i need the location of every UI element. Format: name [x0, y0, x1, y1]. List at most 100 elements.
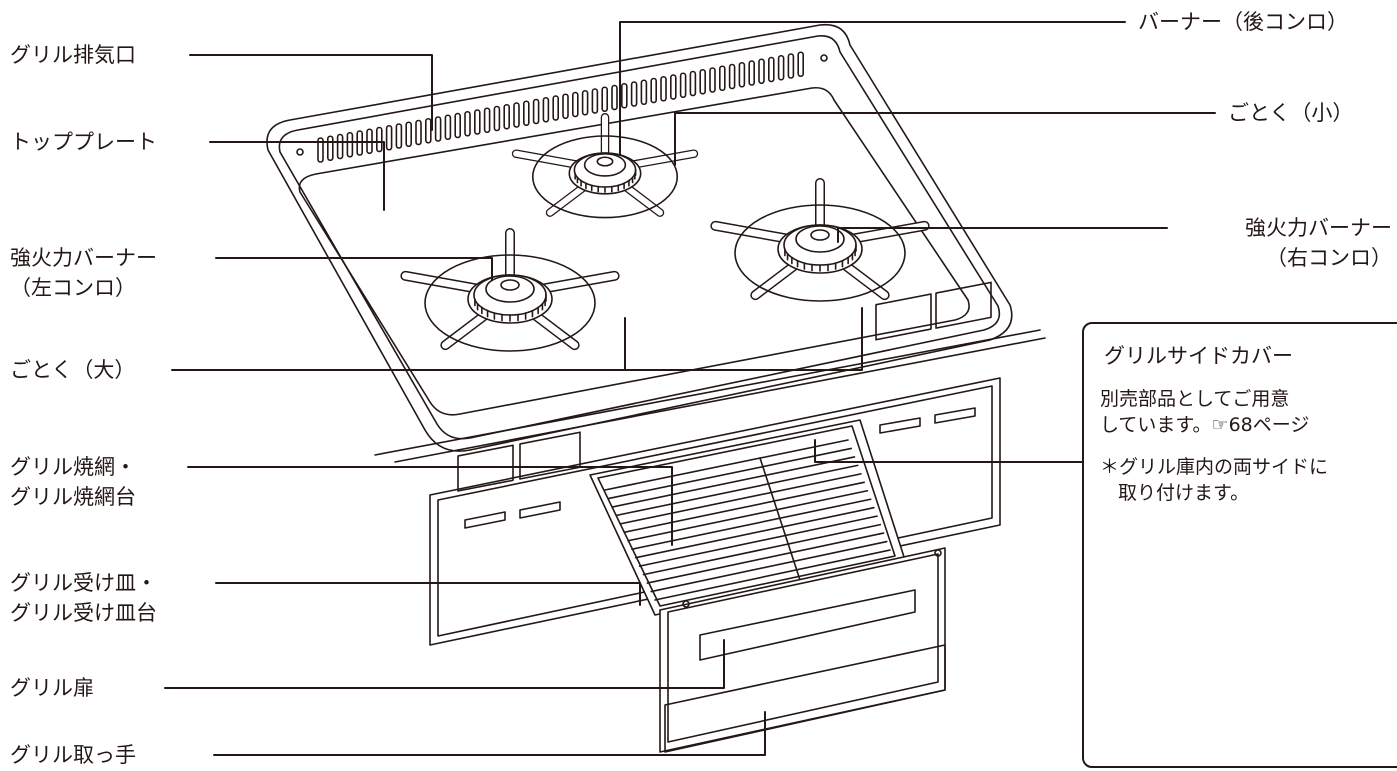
vent-slot — [660, 75, 667, 102]
control-button — [875, 293, 932, 341]
vent-slot — [395, 123, 403, 149]
vent-slot — [375, 126, 383, 153]
callout-note-1: ＊グリル庫内の両サイドに — [1100, 456, 1329, 478]
knob — [934, 407, 976, 424]
vent-slot — [640, 79, 648, 106]
label-grill-handle: グリル取っ手 — [10, 743, 136, 767]
vent-slot — [513, 102, 520, 128]
grill-net-wire — [611, 456, 856, 508]
grill-side-cover-callout: グリルサイドカバー 別売部品としてご用意 しています。☞68ページ ＊グリル庫内… — [1082, 322, 1397, 768]
label-grill-exhaust: グリル排気口 — [10, 43, 136, 67]
control-button — [457, 444, 514, 492]
burner-center — [810, 229, 830, 241]
callout-line-1: 別売部品としてご用意 — [1100, 388, 1290, 410]
vent-slot — [728, 63, 736, 90]
vent-slot — [787, 53, 795, 79]
burner-center — [500, 279, 520, 291]
grill-net-wire — [650, 540, 888, 593]
vent-slot — [630, 81, 638, 107]
vent-slot — [709, 67, 716, 93]
screw — [296, 148, 304, 156]
vent-slot — [581, 89, 589, 116]
label-trivet-small: ごとく（小） — [1228, 101, 1354, 125]
vent-slot — [591, 88, 599, 114]
vent-slot — [611, 84, 618, 111]
callout-line-2: しています。☞68ページ — [1100, 414, 1310, 436]
grill-net-wire — [654, 549, 891, 601]
vent-slot — [679, 72, 687, 99]
grill-net-wire — [759, 457, 801, 581]
trivet-arm-inner — [535, 272, 619, 293]
burner-center — [596, 156, 614, 167]
trivet-arm-inner — [401, 272, 485, 293]
trivet-arm-inner — [513, 150, 584, 169]
vent-slot — [689, 70, 697, 97]
vent-slot — [493, 105, 501, 132]
vent-slot — [444, 114, 452, 141]
grill-net-wire — [646, 532, 885, 584]
grill-net-wire — [642, 523, 882, 576]
label-high-power-right-1: 強火力バーナー — [1245, 216, 1392, 240]
counter-line — [394, 337, 1046, 463]
top-plate — [266, 23, 1013, 452]
grill-drawer — [589, 419, 946, 753]
vent-slot — [562, 93, 569, 120]
trivet-ring — [424, 254, 596, 352]
trivet-arm-inner — [711, 222, 795, 243]
vent-slot — [415, 119, 422, 146]
vent-slot — [473, 109, 481, 135]
trivet-ring — [531, 135, 679, 219]
callout-note-2: 取り付けます。 — [1118, 482, 1250, 504]
knob — [879, 417, 921, 434]
vent-slot — [777, 54, 785, 81]
front-panel — [429, 281, 1001, 646]
vent-slot — [748, 60, 756, 86]
grill-net-wire — [619, 473, 862, 525]
grill-net-wire — [634, 506, 875, 559]
label-grill-tray-2: グリル受け皿台 — [10, 601, 157, 625]
knob — [464, 511, 506, 529]
burner-right — [710, 178, 930, 302]
vent-slot — [542, 96, 550, 123]
trivet-ring — [734, 204, 906, 302]
burner-rear — [511, 113, 699, 219]
vent-slot — [552, 95, 560, 121]
grill-net — [604, 439, 891, 601]
screw — [820, 54, 828, 62]
vent-slot — [503, 103, 511, 130]
vent-slot — [767, 56, 775, 83]
vent-slot — [738, 61, 746, 88]
vent-slot — [405, 121, 413, 148]
vent-slot — [758, 58, 765, 85]
grill-net-wire — [615, 464, 859, 517]
grill-handle-shape — [664, 644, 946, 753]
vent-slot — [571, 91, 579, 118]
burners — [400, 113, 930, 352]
label-burner-rear: バーナー（後コンロ） — [1138, 10, 1348, 34]
vent-slot — [326, 135, 334, 162]
vent-slot — [483, 107, 491, 134]
vent-slot — [336, 133, 344, 160]
vent-slot — [601, 86, 609, 113]
control-button — [935, 281, 992, 329]
vent-slot — [650, 77, 658, 104]
burner-left — [400, 228, 620, 352]
control-button — [519, 431, 581, 480]
grill-net-wire — [638, 515, 878, 567]
vent-slot — [464, 110, 471, 137]
grill-net-wire — [604, 439, 849, 491]
vent-slot — [454, 112, 462, 139]
vent-slot — [385, 124, 393, 151]
label-top-plate: トッププレート — [10, 130, 157, 154]
grill-door-window — [699, 589, 916, 661]
vent-slot — [317, 137, 324, 163]
grill-net-wire — [623, 481, 865, 534]
vent-slot — [620, 82, 628, 109]
vent-slot — [532, 98, 540, 125]
label-grill-net-1: グリル焼網・ — [10, 455, 136, 479]
knob — [519, 501, 561, 519]
vent-slot — [669, 74, 677, 100]
vent-slot — [424, 117, 432, 144]
label-high-power-left-2: （左コンロ） — [10, 276, 136, 300]
vent-slot — [797, 51, 805, 78]
